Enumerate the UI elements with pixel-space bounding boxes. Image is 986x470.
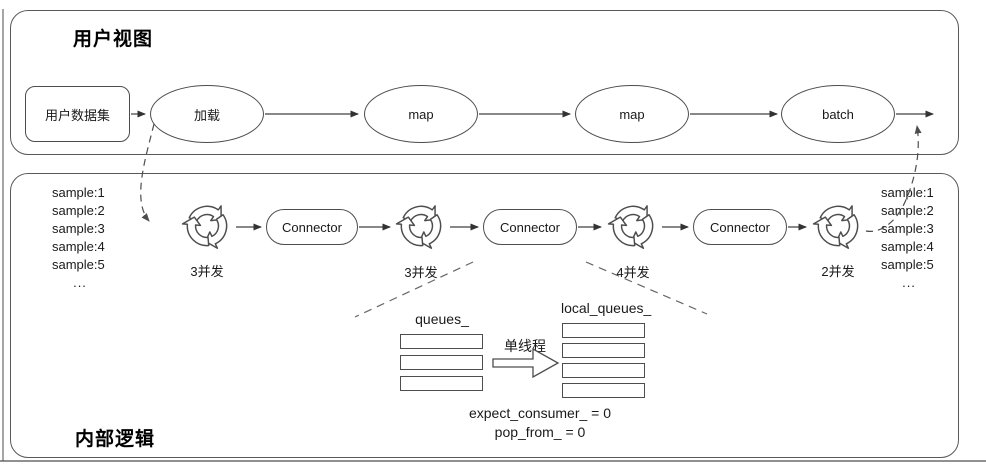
sample-item: sample:4 bbox=[52, 239, 105, 254]
stage-ellipse-load: 加载 bbox=[150, 85, 264, 143]
connector-node: Connector bbox=[693, 209, 787, 245]
sample-item: sample:1 bbox=[881, 185, 934, 200]
connector-node: Connector bbox=[483, 209, 577, 245]
concurrency-cycle-icon bbox=[181, 205, 234, 253]
sample-item: sample:3 bbox=[881, 221, 934, 236]
stage-ellipse-map2: map bbox=[575, 85, 689, 143]
user-view-title: 用户视图 bbox=[73, 28, 154, 50]
stage-ellipse-batch: batch bbox=[781, 85, 895, 143]
sample-item: sample:1 bbox=[52, 185, 105, 200]
queue-slot bbox=[400, 355, 483, 370]
sample-item-ellipsis: ... bbox=[73, 275, 87, 290]
internal-logic-panel bbox=[10, 173, 959, 458]
connector-node: Connector bbox=[266, 209, 358, 245]
queue-slot bbox=[562, 323, 645, 338]
concurrency-cycle-icon bbox=[395, 205, 448, 253]
stage-ellipse-map1: map bbox=[364, 85, 478, 143]
user-dataset-node: 用户数据集 bbox=[25, 86, 130, 142]
internal-logic-title: 内部逻辑 bbox=[75, 428, 156, 450]
sample-item: sample:2 bbox=[52, 203, 105, 218]
concurrency-label: 3并发 bbox=[190, 264, 224, 279]
queue-slot bbox=[562, 363, 645, 378]
user-view-panel bbox=[10, 10, 959, 155]
sample-item: sample:5 bbox=[881, 257, 934, 272]
sample-item: sample:3 bbox=[52, 221, 105, 236]
queue-slot bbox=[400, 376, 483, 391]
concurrency-cycle-icon bbox=[607, 205, 660, 253]
queue-slot bbox=[400, 334, 483, 349]
sample-item: sample:2 bbox=[881, 203, 934, 218]
sample-list-right: sample:1 sample:2 sample:3 sample:4 samp… bbox=[881, 184, 937, 292]
concurrency-cycle-icon bbox=[812, 205, 865, 253]
sample-item: sample:5 bbox=[52, 257, 105, 272]
queue-slot bbox=[562, 343, 645, 358]
expect-consumer-text: expect_consumer_ = 0 bbox=[468, 405, 612, 421]
sample-item-ellipsis: ... bbox=[902, 275, 916, 290]
pop-from-text: pop_from_ = 0 bbox=[494, 424, 586, 440]
concurrency-label: 2并发 bbox=[821, 264, 855, 279]
sample-item: sample:4 bbox=[881, 239, 934, 254]
sample-list-left: sample:1 sample:2 sample:3 sample:4 samp… bbox=[52, 184, 108, 292]
queue-slot bbox=[562, 383, 645, 398]
